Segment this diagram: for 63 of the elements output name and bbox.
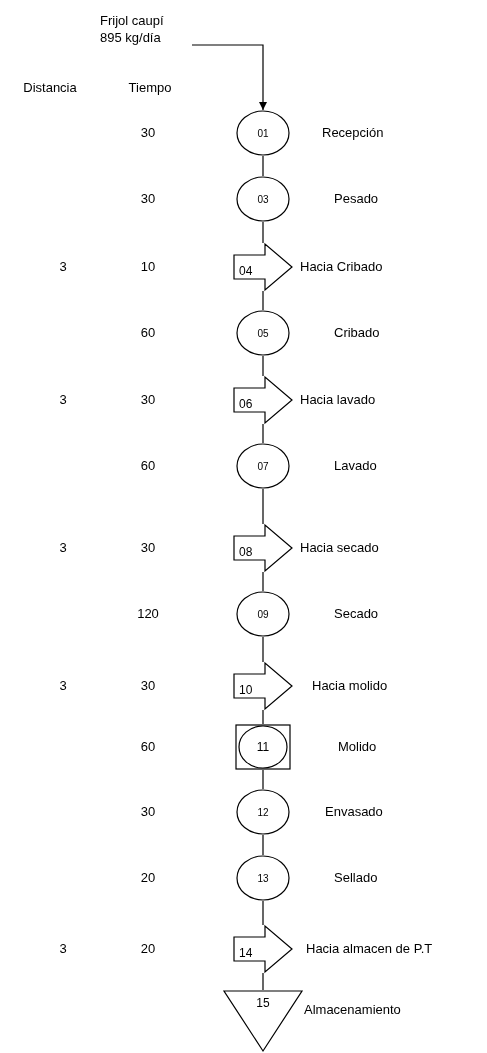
- time-value: 30: [140, 392, 156, 407]
- transport-symbol: 04: [233, 243, 293, 291]
- step-name: Hacia lavado: [300, 392, 376, 407]
- step-name: Secado: [334, 606, 379, 621]
- flow-line: [262, 423, 264, 444]
- step-name: Molido: [338, 739, 377, 754]
- step-name: Lavado: [334, 458, 377, 473]
- step-name: Hacia Cribado: [300, 259, 383, 274]
- column-header: Tiempo: [128, 80, 172, 95]
- flow-line: [262, 972, 264, 991]
- storage-triangle: 15: [223, 990, 303, 1052]
- distance-value: 3: [59, 941, 67, 956]
- flow-line: [262, 155, 264, 177]
- distance-value: 3: [59, 678, 67, 693]
- flow-line: [262, 834, 264, 856]
- step-name: Almacenamiento: [304, 1002, 401, 1017]
- transport-symbol: 06: [233, 376, 293, 424]
- time-value: 30: [140, 191, 156, 206]
- time-value: 30: [140, 804, 156, 819]
- operation-circle: 07: [236, 443, 290, 489]
- step-name: Hacia secado: [300, 540, 379, 555]
- operation-circle: 13: [236, 855, 290, 901]
- flow-line: [191, 44, 268, 111]
- time-value: 20: [140, 870, 156, 885]
- step-name: Hacia almacen de P.T: [306, 941, 433, 956]
- operation-circle: 09: [236, 591, 290, 637]
- time-value: 30: [140, 540, 156, 555]
- time-value: 60: [140, 739, 156, 754]
- step-name: Recepción: [322, 125, 384, 140]
- flow-line: [262, 709, 264, 725]
- time-value: 30: [140, 678, 156, 693]
- step-name: Sellado: [334, 870, 378, 885]
- transport-symbol: 14: [233, 925, 293, 973]
- column-header: Distancia: [23, 80, 77, 95]
- operation-circle: 05: [236, 310, 290, 356]
- operation-circle: 01: [236, 110, 290, 156]
- flow-line: [262, 571, 264, 592]
- flow-line: [262, 290, 264, 311]
- time-value: 60: [140, 325, 156, 340]
- operation-circle: 03: [236, 176, 290, 222]
- transport-symbol: 10: [233, 662, 293, 710]
- step-name: Cribado: [334, 325, 380, 340]
- combined-operation-symbol: 11: [235, 724, 291, 770]
- operation-circle: 12: [236, 789, 290, 835]
- flow-line: [262, 355, 264, 377]
- time-value: 120: [137, 606, 159, 621]
- transport-symbol: 08: [233, 524, 293, 572]
- step-name: Hacia molido: [312, 678, 388, 693]
- step-name: Envasado: [325, 804, 383, 819]
- input-label: Frijol caupí 895 kg/día: [100, 12, 180, 46]
- time-value: 20: [140, 941, 156, 956]
- time-value: 30: [140, 125, 156, 140]
- distance-value: 3: [59, 540, 67, 555]
- time-value: 60: [140, 458, 156, 473]
- flow-line: [262, 488, 264, 525]
- flow-line: [262, 636, 264, 663]
- step-name: Pesado: [334, 191, 379, 206]
- distance-value: 3: [59, 392, 67, 407]
- flow-line: [262, 769, 264, 790]
- flow-line: [262, 900, 264, 926]
- time-value: 10: [140, 259, 156, 274]
- distance-value: 3: [59, 259, 67, 274]
- flow-line: [262, 221, 264, 244]
